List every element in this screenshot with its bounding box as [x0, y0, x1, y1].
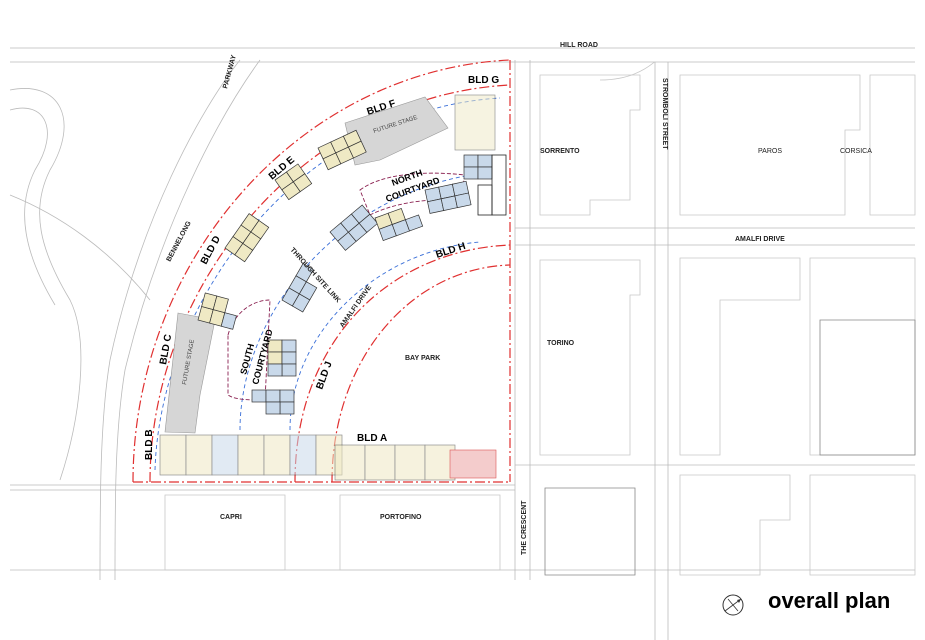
- neighbour-outlines: [164, 61, 916, 576]
- road-label-amalfi-drive: AMALFI DRIVE: [735, 236, 785, 243]
- road-label-parkway: PARKWAY: [222, 54, 238, 90]
- bay-park-label: BAY PARK: [405, 355, 440, 362]
- bld-d-label: BLD D: [199, 234, 223, 266]
- neighbour-portofino: PORTOFINO: [380, 514, 422, 521]
- bld-h-label: BLD H: [435, 241, 467, 261]
- road-label-amalfi-drive-arc: AMALFI DRIVE: [339, 284, 373, 329]
- bld-b-label: BLD B: [144, 429, 155, 460]
- bld-a-label: BLD A: [357, 433, 387, 444]
- neighbour-torino: TORINO: [547, 340, 575, 347]
- street-network: [9, 47, 915, 640]
- drawing-title: overall plan: [768, 588, 891, 613]
- road-label-stromboli-street: STROMBOLI STREET: [661, 78, 668, 150]
- neighbour-paros: PAROS: [758, 148, 782, 155]
- building-units: [159, 94, 507, 481]
- north-arrow-icon: [722, 594, 744, 616]
- neighbour-capri: CAPRI: [220, 514, 242, 521]
- neighbour-corsica: CORSICA: [840, 148, 872, 155]
- site-boundary: [132, 59, 511, 483]
- bld-j-label: BLD J: [314, 360, 334, 391]
- bld-a-shaded-area: [449, 449, 497, 479]
- road-label-hill-road: HILL ROAD: [560, 42, 598, 49]
- neighbour-sorrento: SORRENTO: [540, 148, 580, 155]
- road-label-the-crescent: THE CRESCENT: [521, 500, 528, 555]
- bld-c-label: BLD C: [158, 334, 174, 366]
- bld-g-label: BLD G: [468, 75, 499, 86]
- road-label-bennelong: BENNELONG: [166, 220, 193, 263]
